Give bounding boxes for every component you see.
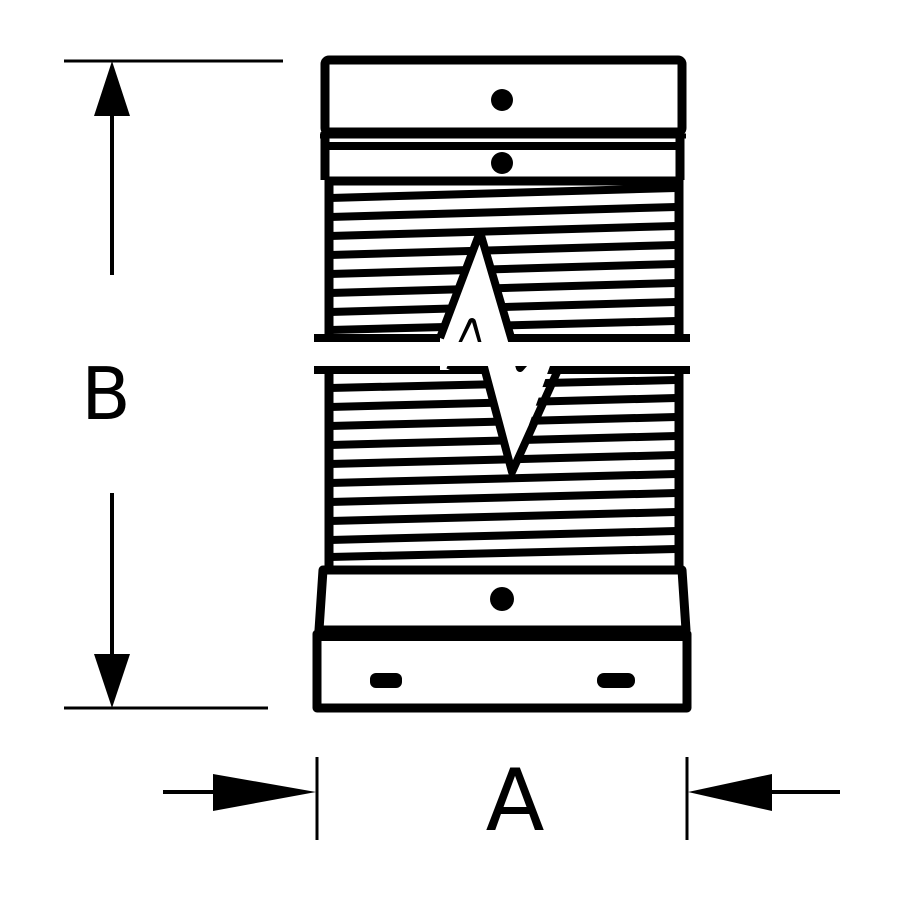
rivet-icon xyxy=(491,89,513,111)
arrow-up-icon xyxy=(94,61,130,116)
pipe xyxy=(312,55,692,713)
slot-icon xyxy=(370,673,402,688)
dimension-a xyxy=(163,757,840,840)
dimension-a-label: A xyxy=(486,751,545,851)
bottom-collar xyxy=(314,565,691,635)
arrow-right-icon xyxy=(213,774,316,811)
dimension-b-label: B xyxy=(81,352,130,436)
dimension-b xyxy=(64,59,283,710)
slot-icon xyxy=(597,673,635,688)
top-band xyxy=(320,132,686,186)
rivet-icon xyxy=(490,587,514,611)
arrow-down-icon xyxy=(94,654,130,708)
break-symbol xyxy=(314,228,690,476)
rivet-icon xyxy=(491,152,513,174)
arrow-left-icon xyxy=(688,774,772,811)
top-collar xyxy=(320,55,687,137)
bottom-band xyxy=(312,627,692,713)
